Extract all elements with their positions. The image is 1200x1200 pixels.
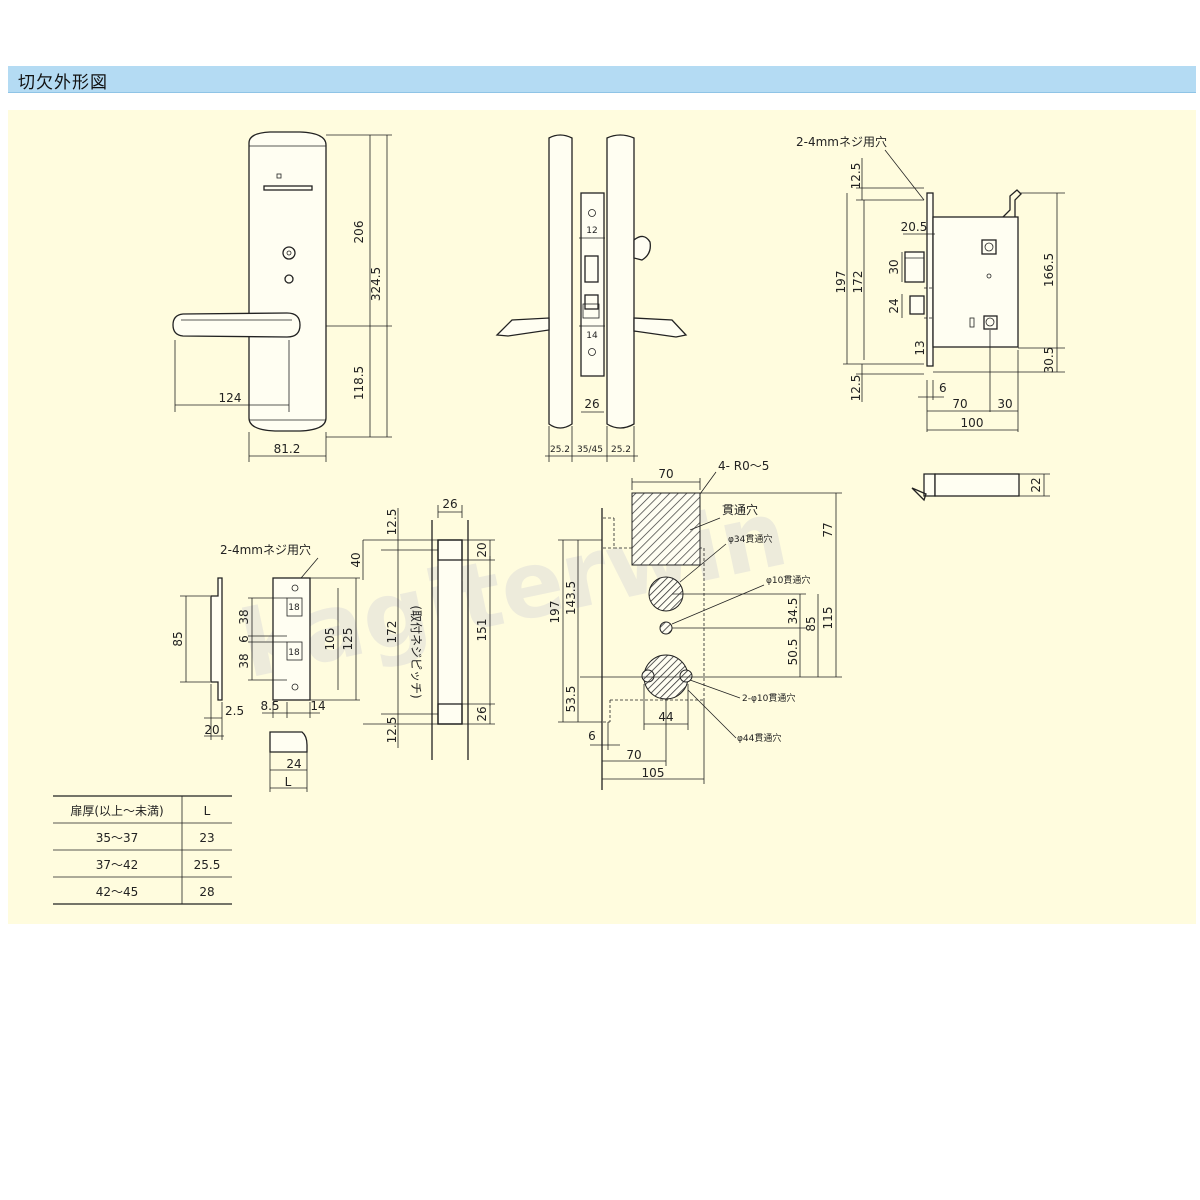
dim-lock-12-5-top: 12.5 (849, 163, 863, 190)
table-cell: 37～42 (96, 858, 139, 872)
dim-100: 100 (961, 416, 984, 430)
dim-12: 12 (586, 226, 597, 236)
dim-53-5: 53.5 (564, 686, 578, 713)
technical-drawing: kagiterwin 206 324.5 118.5 124 81.2 (53, 131, 1065, 905)
dim-70: 70 (952, 397, 967, 411)
dim-6: 6 (939, 381, 947, 395)
dim-77: 77 (821, 522, 835, 537)
dim-26-mortise-top: 26 (442, 497, 457, 511)
dim-50-5: 50.5 (786, 639, 800, 666)
table-cell: 23 (199, 831, 214, 845)
dim-12-5-mortise-bottom: 12.5 (385, 717, 399, 744)
dim-13: 13 (913, 340, 927, 355)
dim-105-strike: 105 (323, 628, 337, 651)
table-cell: 25.5 (194, 858, 221, 872)
door-thickness-table: 扉厚(以上～未満) L 35～37 23 37～42 25.5 42～45 28 (53, 795, 232, 905)
dim-25-2-left: 25.2 (550, 445, 570, 455)
dim-24-strike: 24 (286, 757, 301, 771)
section-header: 切欠外形図 (8, 66, 1196, 93)
dim-324-5: 324.5 (369, 267, 383, 301)
strike-plate: 2-4mmネジ用穴 18 18 85 38 6 38 105 125 2.5 2… (171, 542, 360, 792)
dim-20-mortise: 20 (475, 542, 489, 557)
through-hole-label: 貫通穴 (722, 502, 758, 517)
door-cutout: 70 4- R0～5 貫通穴 φ34貫通穴 φ10貫通穴 77 34.5 50.… (548, 459, 842, 790)
drawing-panel: kagiterwin 206 324.5 118.5 124 81.2 (8, 110, 1196, 924)
dim-20-5: 20.5 (901, 220, 928, 234)
dim-40: 40 (349, 552, 363, 567)
dim-14: 14 (586, 331, 598, 341)
dim-115: 115 (821, 607, 835, 630)
d34-label: φ34貫通穴 (728, 533, 772, 545)
dim-118-5: 118.5 (352, 366, 366, 400)
dim-lock-197: 197 (834, 271, 848, 294)
dim-8-5: 8.5 (260, 699, 279, 713)
table-cell: 28 (199, 885, 214, 899)
dim-125: 125 (341, 628, 355, 651)
dim-70b-cutout: 70 (626, 748, 641, 762)
dim-26-mortise-bottom: 26 (475, 706, 489, 721)
dim-6-strike: 6 (237, 635, 251, 643)
dim-124: 124 (219, 391, 242, 405)
front-view: 206 324.5 118.5 124 81.2 (172, 131, 392, 462)
dim-18-bottom: 18 (288, 648, 300, 658)
dim-L: L (285, 775, 292, 789)
dim-25-2-right: 25.2 (611, 445, 631, 455)
pitch-label: (取付ネジピッチ) (409, 605, 423, 698)
lock-body: 2-4mmネジ用穴 12.5 197 172 12.5 20.5 30 24 (796, 134, 1065, 502)
dim-151: 151 (475, 619, 489, 642)
table-cell: 35～37 (96, 831, 139, 845)
dim-12-5-mortise-top: 12.5 (385, 509, 399, 536)
dim-6-cutout: 6 (588, 729, 596, 743)
dim-85-cutout: 85 (804, 616, 818, 631)
dim-143-5: 143.5 (564, 581, 578, 615)
dim-38-bottom: 38 (237, 653, 251, 668)
dim-105-cutout: 105 (642, 766, 665, 780)
watermark: kagiterwin (231, 479, 796, 699)
table-cell: 42～45 (96, 885, 139, 899)
dim-166-5: 166.5 (1042, 253, 1056, 287)
dim-81-2: 81.2 (274, 442, 301, 456)
dim-lock-12-5-bottom: 12.5 (849, 375, 863, 402)
dim-38-top: 38 (237, 609, 251, 624)
table-header-thickness: 扉厚(以上～未満) (70, 804, 163, 818)
dim-35-45: 35/45 (577, 445, 603, 455)
table-header-L: L (204, 804, 211, 818)
dim-18-top: 18 (288, 603, 300, 613)
lock-screw-label: 2-4mmネジ用穴 (796, 134, 887, 149)
dim-30-bottom: 30 (997, 397, 1012, 411)
dim-206: 206 (352, 221, 366, 244)
dim-70-cutout: 70 (658, 467, 673, 481)
side-view: 12 14 26 25.2 35/45 25.2 (495, 134, 688, 462)
dim-14-strike: 14 (310, 699, 325, 713)
section-title: 切欠外形図 (18, 73, 108, 93)
dim-34-5: 34.5 (786, 598, 800, 625)
two-d10-label: 2-φ10貫通穴 (742, 692, 795, 704)
mortise-front: 26 12.5 40 172 (取付ネジピッチ) 12.5 20 151 26 (349, 497, 495, 760)
dim-22: 22 (1029, 477, 1043, 492)
dim-2-5: 2.5 (225, 704, 244, 718)
dim-197-cutout: 197 (548, 601, 562, 624)
d10-label: φ10貫通穴 (766, 574, 810, 586)
dim-26: 26 (584, 397, 599, 411)
dim-172-mortise: 172 (385, 621, 399, 644)
d44-label: φ44貫通穴 (737, 732, 781, 744)
dim-24: 24 (887, 298, 901, 313)
dim-85-strike: 85 (171, 631, 185, 646)
dim-lock-172: 172 (851, 271, 865, 294)
radius-label: 4- R0～5 (718, 459, 769, 473)
dim-20-strike: 20 (204, 723, 219, 737)
strike-screw-label: 2-4mmネジ用穴 (220, 542, 311, 557)
dim-30: 30 (887, 259, 901, 274)
dim-30-5: 30.5 (1042, 347, 1056, 374)
